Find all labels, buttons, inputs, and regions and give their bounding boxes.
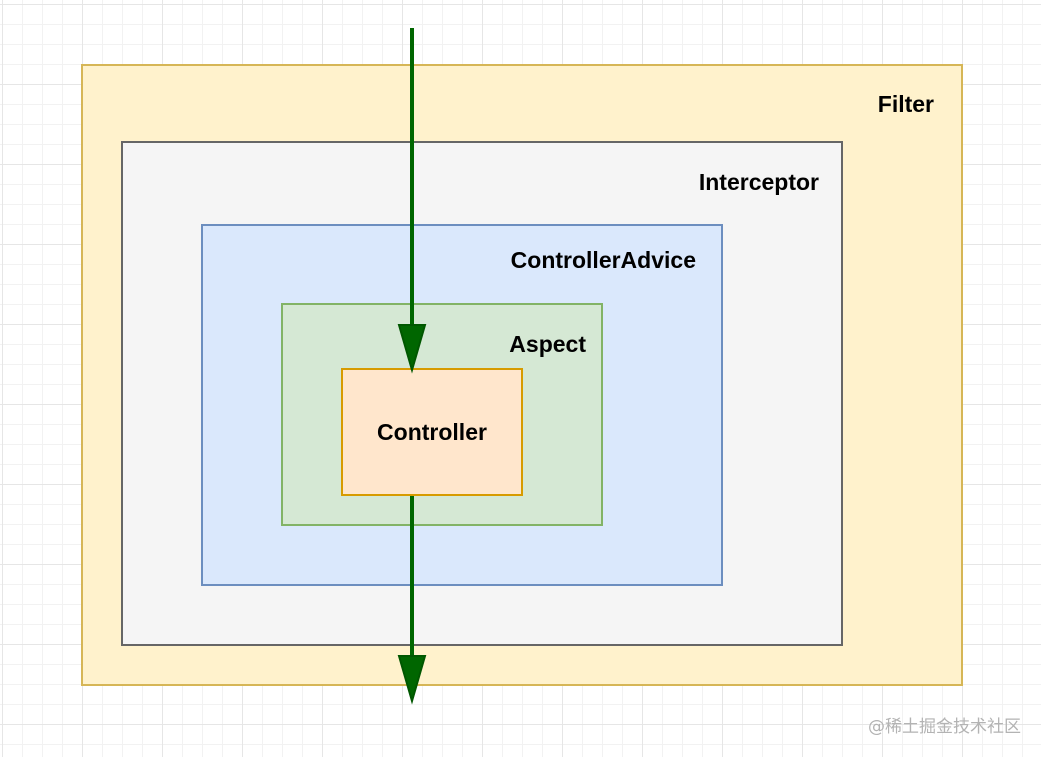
filter-label: Filter [877,91,934,117]
flow-arrowhead-outgoing [397,655,427,705]
watermark-text: @稀土掘金技术社区 [868,717,1021,737]
controller-label: Controller [377,418,487,445]
interceptor-label: Interceptor [698,169,819,195]
flow-arrowhead-incoming [397,324,427,374]
aspect-label: Aspect [509,331,586,357]
controller-layer [341,368,523,496]
controller-advice-label: ControllerAdvice [510,247,696,273]
